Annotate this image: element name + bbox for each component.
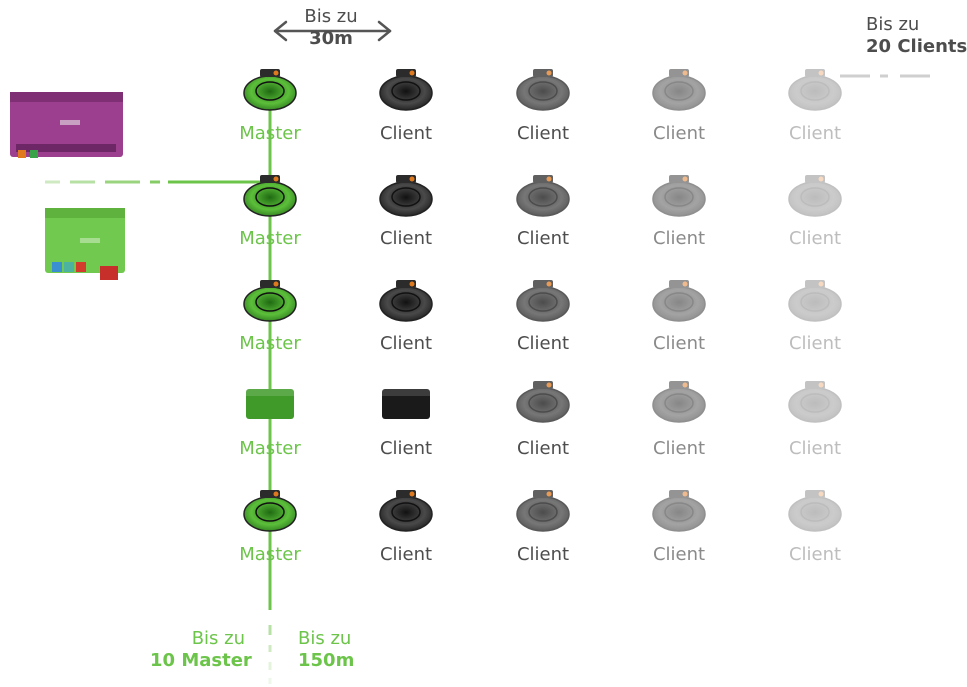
bottom-left-line2: 10 Master bbox=[150, 650, 252, 671]
client-label: Client bbox=[379, 333, 433, 354]
client-label: Client bbox=[516, 333, 570, 354]
miniserver-device-icon bbox=[10, 92, 123, 158]
client-ceiling-speaker-icon bbox=[516, 69, 570, 111]
bottom-left-label: Bis zu 10 Master bbox=[150, 628, 252, 672]
master-ceiling-speaker-icon bbox=[243, 175, 297, 217]
client-label: Client bbox=[516, 123, 570, 144]
bottom-mid-line2: 150m bbox=[298, 650, 355, 671]
client-box-speaker-icon bbox=[382, 389, 430, 419]
client-label: Client bbox=[379, 544, 433, 565]
client-label: Client bbox=[379, 438, 433, 459]
client-label: Client bbox=[652, 544, 706, 565]
client-label: Client bbox=[652, 333, 706, 354]
master-box-speaker-icon bbox=[246, 389, 294, 419]
top-right-line2: 20 Clients bbox=[866, 36, 967, 57]
client-ceiling-speaker-icon bbox=[379, 490, 433, 532]
master-label: Master bbox=[239, 544, 301, 565]
client-ceiling-speaker-icon bbox=[788, 69, 842, 111]
client-label: Client bbox=[788, 544, 842, 565]
client-label: Client bbox=[379, 123, 433, 144]
client-ceiling-speaker-icon bbox=[379, 175, 433, 217]
client-label: Client bbox=[516, 544, 570, 565]
master-ceiling-speaker-icon bbox=[243, 69, 297, 111]
client-label: Client bbox=[379, 228, 433, 249]
client-ceiling-speaker-icon bbox=[788, 280, 842, 322]
client-ceiling-speaker-icon bbox=[516, 175, 570, 217]
client-ceiling-speaker-icon bbox=[788, 381, 842, 423]
top-distance-line2: 30m bbox=[309, 28, 353, 49]
client-label: Client bbox=[788, 333, 842, 354]
client-label: Client bbox=[788, 228, 842, 249]
client-label: Client bbox=[788, 123, 842, 144]
client-label: Client bbox=[516, 228, 570, 249]
client-ceiling-speaker-icon bbox=[652, 490, 706, 532]
device-grid bbox=[243, 69, 842, 532]
master-label: Master bbox=[239, 228, 301, 249]
client-ceiling-speaker-icon bbox=[516, 280, 570, 322]
client-ceiling-speaker-icon bbox=[516, 490, 570, 532]
client-ceiling-speaker-icon bbox=[379, 69, 433, 111]
extension-device-icon bbox=[45, 208, 125, 280]
top-distance-label: Bis zu 30m bbox=[286, 6, 376, 50]
bottom-mid-label: Bis zu 150m bbox=[298, 628, 354, 672]
client-ceiling-speaker-icon bbox=[788, 490, 842, 532]
client-ceiling-speaker-icon bbox=[652, 280, 706, 322]
client-label: Client bbox=[652, 123, 706, 144]
master-label: Master bbox=[239, 333, 301, 354]
master-label: Master bbox=[239, 123, 301, 144]
double-arrow-icon bbox=[273, 20, 392, 42]
row-lines bbox=[270, 74, 840, 499]
client-label: Client bbox=[652, 438, 706, 459]
top-right-label: Bis zu 20 Clients bbox=[866, 14, 967, 58]
top-right-line1: Bis zu bbox=[866, 14, 920, 35]
client-ceiling-speaker-icon bbox=[516, 381, 570, 423]
master-label: Master bbox=[239, 438, 301, 459]
master-ceiling-speaker-icon bbox=[243, 490, 297, 532]
client-ceiling-speaker-icon bbox=[379, 280, 433, 322]
bottom-mid-line1: Bis zu bbox=[298, 628, 352, 649]
client-label: Client bbox=[516, 438, 570, 459]
master-ceiling-speaker-icon bbox=[243, 280, 297, 322]
client-ceiling-speaker-icon bbox=[652, 69, 706, 111]
client-label: Client bbox=[652, 228, 706, 249]
client-label: Client bbox=[788, 438, 842, 459]
client-ceiling-speaker-icon bbox=[788, 175, 842, 217]
top-distance-line1: Bis zu bbox=[304, 6, 358, 27]
bottom-left-line1: Bis zu bbox=[191, 628, 245, 649]
client-ceiling-speaker-icon bbox=[652, 381, 706, 423]
client-ceiling-speaker-icon bbox=[652, 175, 706, 217]
